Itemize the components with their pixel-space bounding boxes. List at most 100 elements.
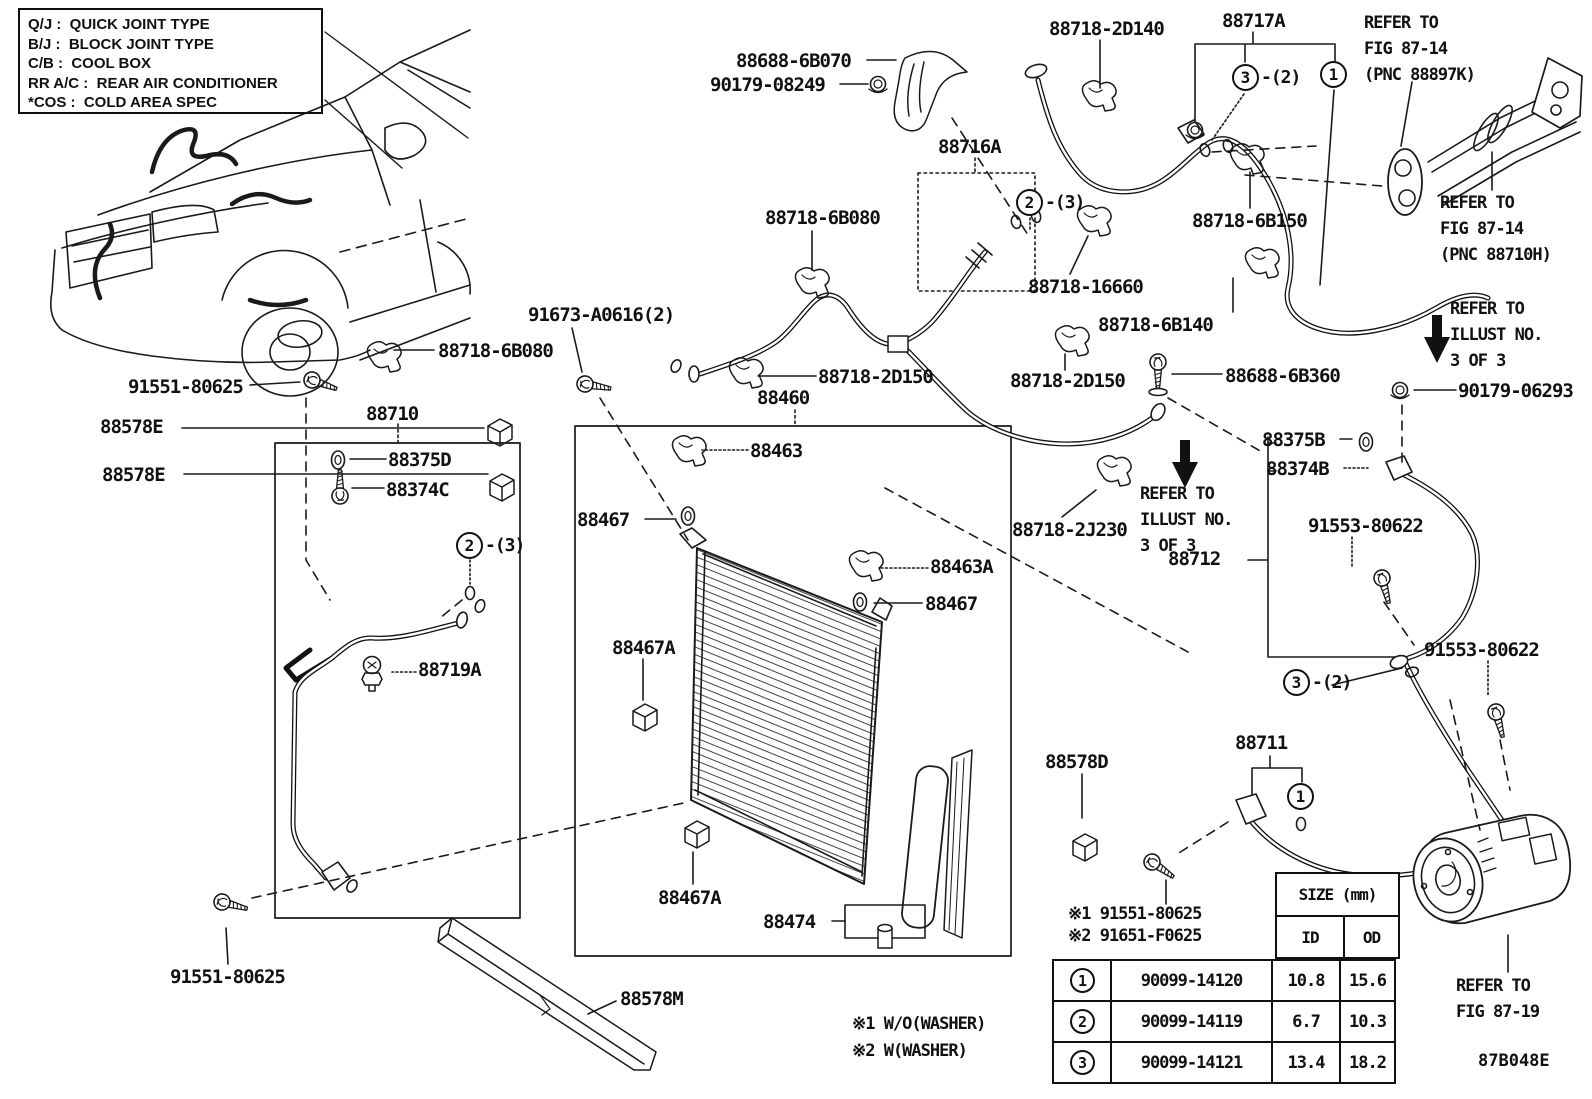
size-table-cell: 13.4 xyxy=(1271,1041,1341,1084)
part-number-label: 88578M xyxy=(620,988,684,1010)
part-number-label: 88688-6B360 xyxy=(1225,365,1341,387)
callout-suffix: -(3) xyxy=(485,535,525,556)
part-number-label: 88467 xyxy=(925,593,978,615)
size-table-cell: 2 xyxy=(1052,1000,1112,1043)
part-number-label: 88578E xyxy=(102,464,166,486)
part-number-label: 88718-2J230 xyxy=(1012,519,1128,541)
part-number-label: 88375B xyxy=(1262,429,1326,451)
part-number-label: 88474 xyxy=(763,911,816,933)
callout-suffix: -(3) xyxy=(1045,192,1085,213)
reference-note: REFER TO FIG 87-14 (PNC 88710H) xyxy=(1440,193,1552,265)
callout-number: 3-(2) xyxy=(1232,64,1301,91)
size-table-cell: 90099-14119 xyxy=(1110,1000,1273,1043)
callout-number: 2-(3) xyxy=(1016,189,1085,216)
size-table-cell: 1 xyxy=(1052,959,1112,1002)
callout-circle: 3 xyxy=(1232,64,1259,91)
vehicle-sketch xyxy=(49,29,471,397)
dashed-lines xyxy=(251,117,1511,899)
size-table-col-id: ID xyxy=(1275,915,1345,959)
size-table-col-od: OD xyxy=(1343,915,1400,959)
assembly-boxes xyxy=(274,31,1405,957)
part-number-label: 88718-2D150 xyxy=(1010,370,1126,392)
part-number-label: 91673-A0616(2) xyxy=(528,304,675,326)
part-number-label: 88719A xyxy=(418,659,482,681)
reference-note: REFER TO ILLUST NO. 3 OF 3 xyxy=(1140,484,1233,556)
part-number-label: 88467A xyxy=(612,637,676,659)
part-number-label: 88467A xyxy=(658,887,722,909)
leader-lines xyxy=(181,39,1509,1015)
compressor-sketch xyxy=(1412,813,1572,925)
part-number-label: 88716A xyxy=(938,136,1002,158)
size-table-cell: 90099-14120 xyxy=(1110,959,1273,1002)
part-number-label: 88711 xyxy=(1235,732,1288,754)
condenser-sketch xyxy=(679,527,973,949)
legend-line: Q/J : QUICK JOINT TYPE xyxy=(28,16,210,33)
legend-line: RR A/C : REAR AIR CONDITIONER xyxy=(28,74,278,92)
part-number-label: 91553-80622 xyxy=(1308,515,1424,537)
part-glyphs xyxy=(211,50,1512,918)
size-table-cell: 10.8 xyxy=(1271,959,1341,1002)
callout-number: 3-(2) xyxy=(1283,669,1352,696)
legend-line: *COS : COLD AREA SPEC xyxy=(28,94,217,111)
part-number-label: 88718-2D150 xyxy=(818,366,934,388)
part-number-label: 88688-6B070 xyxy=(736,50,852,72)
reference-note: REFER TO FIG 87-19 xyxy=(1456,976,1540,1022)
part-number-label: 90179-08249 xyxy=(710,74,826,96)
part-number-label: 91551-80625 xyxy=(128,376,244,398)
row-number-circle: 3 xyxy=(1069,1050,1095,1075)
callout-circle: 2 xyxy=(456,532,483,559)
size-table-title: SIZE (mm) xyxy=(1275,872,1400,917)
down-arrow-icon xyxy=(1172,315,1450,488)
callout-suffix: -(2) xyxy=(1261,67,1301,88)
part-number-label: 88578E xyxy=(100,416,164,438)
part-number-label: 88718-6B140 xyxy=(1098,314,1214,336)
part-number-label: 88374B xyxy=(1266,458,1330,480)
part-number-label: 88718-6B080 xyxy=(438,340,554,362)
part-number-label: 91551-80625 xyxy=(170,966,286,988)
part-number-label: 88718-6B150 xyxy=(1192,210,1308,232)
size-table-cell: 10.3 xyxy=(1339,1000,1396,1043)
bolt-note-1: ※1 91551-80625 xyxy=(1068,904,1202,924)
part-number-label: 90179-06293 xyxy=(1458,380,1574,402)
row-number-circle: 2 xyxy=(1069,1009,1095,1034)
bolt-note-2: ※2 91651-F0625 xyxy=(1068,926,1202,946)
legend-line: C/B : COOL BOX xyxy=(28,55,152,72)
callout-number: 2-(3) xyxy=(456,532,525,559)
washer-note-2: ※2 W(WASHER) xyxy=(852,1041,968,1061)
callout-number: 1 xyxy=(1287,783,1314,810)
part-number-label: 88718-2D140 xyxy=(1049,18,1165,40)
size-table-cell: 15.6 xyxy=(1339,959,1396,1002)
part-number-label: 88467 xyxy=(577,509,630,531)
part-number-label: 88374C xyxy=(386,479,450,501)
part-number-label: 88717A xyxy=(1222,10,1286,32)
callout-circle: 3 xyxy=(1283,669,1310,696)
size-table-cell: 18.2 xyxy=(1339,1041,1396,1084)
callout-circle: 2 xyxy=(1016,189,1043,216)
part-number-label: 91553-80622 xyxy=(1424,639,1540,661)
part-number-label: 88712 xyxy=(1168,548,1221,570)
callout-suffix: -(2) xyxy=(1312,672,1352,693)
molding-sketch xyxy=(437,917,657,1071)
reference-note: REFER TO ILLUST NO. 3 OF 3 xyxy=(1450,299,1543,371)
size-table-cell: 6.7 xyxy=(1271,1000,1341,1043)
size-table-cell: 90099-14121 xyxy=(1110,1041,1273,1084)
callout-circle: 1 xyxy=(1287,783,1314,810)
drawing-code: 87B048E xyxy=(1478,1051,1550,1071)
callout-number: 1 xyxy=(1320,61,1347,88)
part-number-label: 88460 xyxy=(757,387,810,409)
part-number-label: 88578D xyxy=(1045,751,1109,773)
part-number-label: 88710 xyxy=(366,403,419,425)
part-number-label: 88375D xyxy=(388,449,452,471)
row-number-circle: 1 xyxy=(1069,968,1095,993)
part-number-label: 88463 xyxy=(750,440,803,462)
part-number-label: 88718-6B080 xyxy=(765,207,881,229)
callout-circle: 1 xyxy=(1320,61,1347,88)
